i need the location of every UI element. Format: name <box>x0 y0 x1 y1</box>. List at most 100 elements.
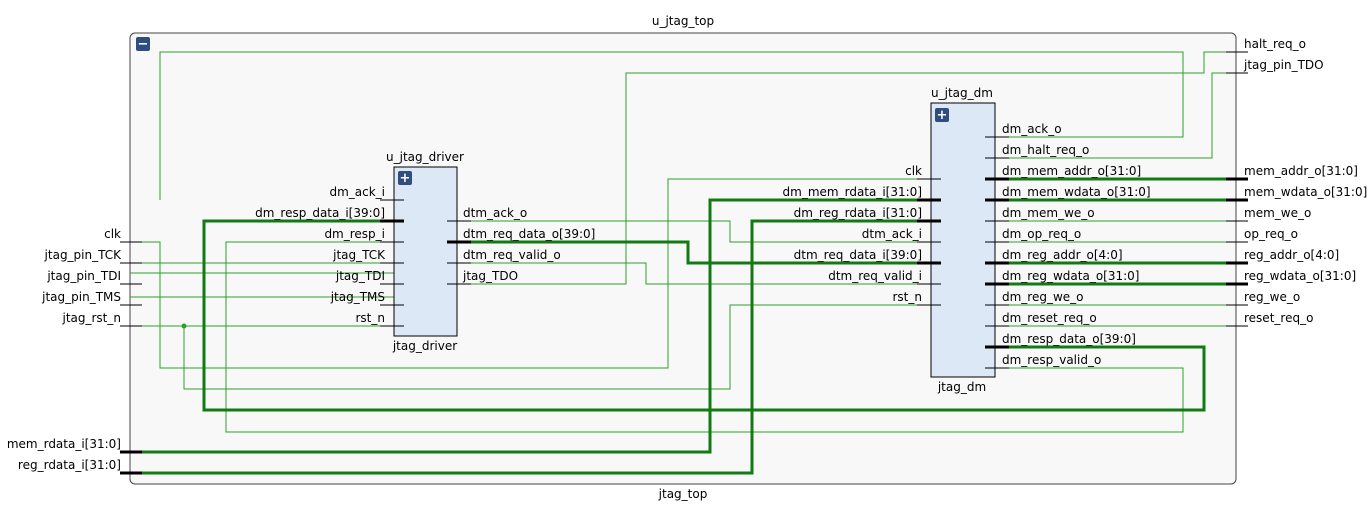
expand-glyph-dm: + <box>937 108 948 123</box>
top-module-name: jtag_top <box>658 487 708 501</box>
driver-in-pin-dm-ack-i[interactable]: dm_ack_i <box>329 185 404 201</box>
top-in-port-clk[interactable]: clk <box>104 227 142 243</box>
top-out-port-label: halt_req_o <box>1244 37 1306 51</box>
net-junction <box>181 323 187 329</box>
dm-out-pin-dm-resp-data-o[interactable]: dm_resp_data_o[39:0] <box>985 332 1136 349</box>
bus-nets <box>130 177 1236 475</box>
dm-cell[interactable] <box>930 102 996 378</box>
top-out-port-mem-we-o[interactable]: mem_we_o <box>1226 206 1311 222</box>
dm-in-pin-clk[interactable]: clk <box>905 164 941 180</box>
net-clk-driver <box>159 51 1184 200</box>
dm-out-pin-label: dm_reg_wdata_o[31:0] <box>1002 269 1139 283</box>
dm-out-pin-dm-reg-addr-o[interactable]: dm_reg_addr_o[4:0] <box>985 248 1123 265</box>
expand-glyph-driver: + <box>400 171 411 186</box>
driver-in-pin-label: dm_resp_data_i[39:0] <box>255 206 385 220</box>
driver-out-pin-label: dtm_req_data_o[39:0] <box>463 227 595 241</box>
top-out-port-reset-req-o[interactable]: reset_req_o <box>1226 311 1313 327</box>
driver-pins: dm_ack_i dm_resp_data_i[39:0] dm_resp_ijta… <box>255 185 595 327</box>
dm-out-pin-dm-mem-we-o[interactable]: dm_mem_we_o <box>985 206 1095 222</box>
expand-icon-dm[interactable]: + <box>935 108 949 123</box>
dm-out-pin-label: dm_resp_data_o[39:0] <box>1002 332 1136 346</box>
top-out-port-reg-addr-o[interactable]: reg_addr_o[4:0] <box>1226 248 1339 265</box>
top-out-port-label: reg_wdata_o[31:0] <box>1244 269 1356 283</box>
bus-dtm-req-data <box>457 240 930 265</box>
dm-out-pin-dm-reg-wdata-o[interactable]: dm_reg_wdata_o[31:0] <box>985 269 1139 286</box>
top-out-port-label: mem_wdata_o[31:0] <box>1244 185 1367 199</box>
dm-in-pin-label: dtm_ack_i <box>862 227 922 241</box>
dm-out-pin-label: dm_mem_addr_o[31:0] <box>1002 164 1141 178</box>
top-in-port-reg-rdata-i[interactable]: reg_rdata_i[31:0] <box>18 458 142 475</box>
driver-in-pin-dm-resp-data-i[interactable]: dm_resp_data_i[39:0] <box>255 206 404 223</box>
top-in-port-label: reg_rdata_i[31:0] <box>18 458 121 472</box>
top-out-port-label: mem_addr_o[31:0] <box>1244 164 1358 178</box>
driver-out-pin-dtm-ack-o[interactable]: dtm_ack_o <box>447 206 527 222</box>
collapse-icon[interactable]: − <box>136 37 150 52</box>
dm-out-pin-dm-mem-addr-o[interactable]: dm_mem_addr_o[31:0] <box>985 164 1141 181</box>
driver-in-pin-label: rst_n <box>356 311 386 325</box>
top-in-port-mem-rdata-i[interactable]: mem_rdata_i[31:0] <box>7 437 142 454</box>
dm-out-pin-dm-op-req-o[interactable]: dm_op_req_o <box>985 227 1081 243</box>
dm-pins: clk dm_mem_rdata_i[31:0] dm_reg_rdata_i[31… <box>783 122 1151 369</box>
dm-in-pin-dtm-req-data-i[interactable]: dtm_req_data_i[39:0] <box>794 248 941 265</box>
dm-out-pin-dm-halt-req-o[interactable]: dm_halt_req_o <box>985 143 1089 159</box>
top-out-port-reg-wdata-o[interactable]: reg_wdata_o[31:0] <box>1226 269 1356 286</box>
dm-in-pin-label: dtm_req_data_i[39:0] <box>794 248 922 262</box>
net-dtm-req-valid <box>457 262 930 285</box>
dm-in-pin-rst-n[interactable]: rst_n <box>893 290 942 306</box>
driver-in-pin-jtag-tck[interactable]: jtag_TCK <box>332 248 404 264</box>
top-out-port-reg-we-o[interactable]: reg_we_o <box>1226 290 1300 306</box>
top-out-port-op-req-o[interactable]: op_req_o <box>1226 227 1298 243</box>
driver-out-pin-dtm-req-data-o[interactable]: dtm_req_data_o[39:0] <box>447 227 595 244</box>
dm-out-pin-dm-mem-wdata-o[interactable]: dm_mem_wdata_o[31:0] <box>985 185 1151 202</box>
driver-in-pin-label: jtag_TDI <box>335 269 385 283</box>
dm-in-pin-dtm-req-valid-i[interactable]: dtm_req_valid_i <box>828 269 941 285</box>
dm-in-pin-label: dm_mem_rdata_i[31:0] <box>783 185 922 199</box>
top-out-port-jtag-pin-tdo[interactable]: jtag_pin_TDO <box>1226 58 1324 74</box>
dm-in-pin-dm-mem-rdata-i[interactable]: dm_mem_rdata_i[31:0] <box>783 185 941 202</box>
top-out-port-mem-addr-o[interactable]: mem_addr_o[31:0] <box>1226 164 1358 181</box>
net-clk <box>130 178 930 369</box>
dm-in-pin-dm-reg-rdata-i[interactable]: dm_reg_rdata_i[31:0] <box>794 206 941 223</box>
driver-in-pin-label: jtag_TCK <box>332 248 386 262</box>
top-in-port-jtag-pin-tms[interactable]: jtag_pin_TMS <box>41 290 142 306</box>
top-out-port-label: op_req_o <box>1244 227 1298 241</box>
dm-out-pin-label: dm_mem_we_o <box>1002 206 1095 220</box>
driver-out-pin-jtag-tdo[interactable]: jtag_TDO <box>447 269 518 285</box>
dm-out-pin-dm-ack-o[interactable]: dm_ack_o <box>985 122 1062 138</box>
top-in-port-jtag-pin-tdi[interactable]: jtag_pin_TDI <box>46 269 142 285</box>
dm-in-pin-label: rst_n <box>893 290 923 304</box>
dm-in-pin-dtm-ack-i[interactable]: dtm_ack_i <box>862 227 941 243</box>
driver-in-pin-label: dm_ack_i <box>329 185 385 199</box>
net-jtag-tdo <box>457 51 1236 285</box>
top-out-port-mem-wdata-o[interactable]: mem_wdata_o[31:0] <box>1226 185 1367 202</box>
top-in-port-label: mem_rdata_i[31:0] <box>7 437 121 451</box>
net-dtm-ack <box>457 220 930 243</box>
dm-out-pin-dm-reg-we-o[interactable]: dm_reg_we_o <box>985 290 1084 306</box>
driver-out-pin-dtm-req-valid-o[interactable]: dtm_req_valid_o <box>447 248 561 264</box>
dm-out-pin-label: dm_op_req_o <box>1002 227 1081 241</box>
net-rst-n-dm <box>183 304 930 390</box>
top-out-port-label: reset_req_o <box>1244 311 1313 325</box>
dm-out-pin-label: dm_reg_addr_o[4:0] <box>1002 248 1123 262</box>
top-out-port-halt-req-o[interactable]: halt_req_o <box>1226 37 1306 53</box>
top-in-port-label: clk <box>104 227 121 241</box>
driver-instance-name: u_jtag_driver <box>386 150 464 164</box>
dm-out-pin-label: dm_reset_req_o <box>1002 311 1097 325</box>
driver-in-pin-dm-resp-i[interactable]: dm_resp_i <box>324 227 404 243</box>
driver-in-pin-jtag-tms[interactable]: jtag_TMS <box>330 290 404 306</box>
top-out-port-label: mem_we_o <box>1244 206 1311 220</box>
driver-in-pin-jtag-tdi[interactable]: jtag_TDI <box>335 269 404 285</box>
expand-icon-driver[interactable]: + <box>398 171 412 186</box>
top-in-port-jtag-rst-n[interactable]: jtag_rst_n <box>61 311 142 327</box>
top-out-port-label: reg_we_o <box>1244 290 1300 304</box>
driver-in-pin-rst-n[interactable]: rst_n <box>356 311 405 327</box>
driver-module-name: jtag_driver <box>392 339 457 353</box>
dm-out-pin-dm-reset-req-o[interactable]: dm_reset_req_o <box>985 311 1097 327</box>
top-out-port-label: jtag_pin_TDO <box>1243 58 1324 72</box>
driver-cell[interactable] <box>393 166 458 337</box>
dm-in-pin-label: clk <box>905 164 922 178</box>
dm-out-pin-label: dm_mem_wdata_o[31:0] <box>1002 185 1151 199</box>
dm-out-pin-dm-resp-valid-o[interactable]: dm_resp_valid_o <box>985 353 1101 369</box>
top-in-port-jtag-pin-tck[interactable]: jtag_pin_TCK <box>44 248 142 264</box>
